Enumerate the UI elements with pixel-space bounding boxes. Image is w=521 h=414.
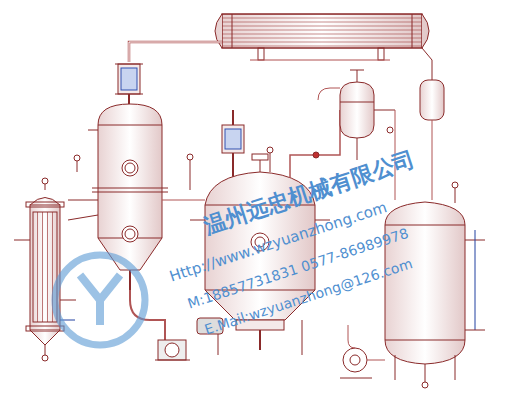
logo-mark bbox=[55, 255, 145, 345]
